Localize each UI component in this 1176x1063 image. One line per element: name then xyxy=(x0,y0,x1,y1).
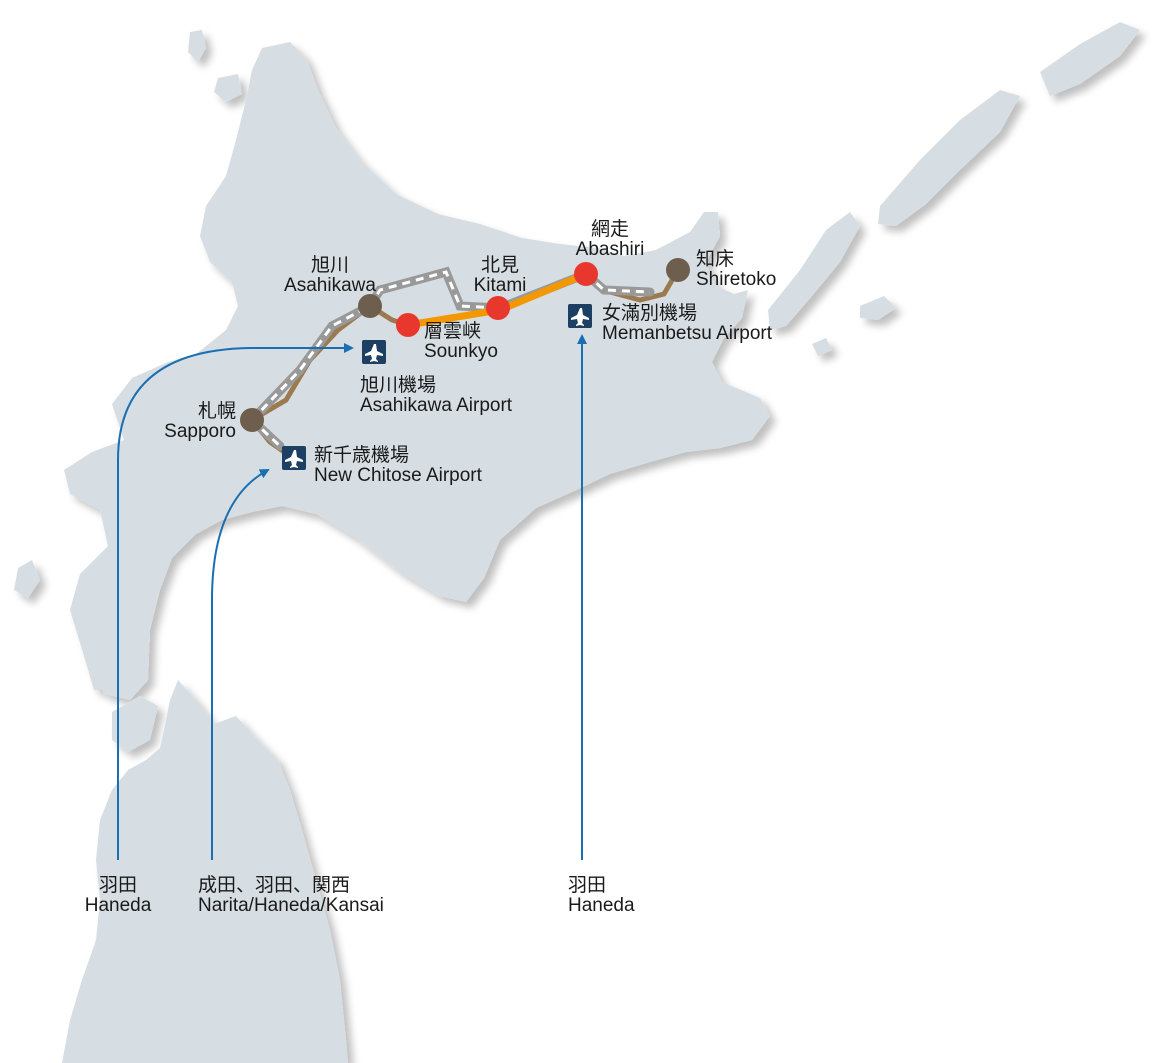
tsugaru-peninsula xyxy=(112,696,158,752)
honshu-landmass xyxy=(62,680,348,1063)
label-origin-haneda-2-jp: 羽田 xyxy=(568,875,607,896)
stop-sounkyo xyxy=(396,313,420,337)
okushiri-island xyxy=(14,560,40,598)
rishiri-island xyxy=(214,74,242,102)
label-sounkyo: 層雲峡 Sounkyo xyxy=(424,322,498,362)
label-airport-memanbetsu-jp: 女滿別機場 xyxy=(602,303,698,324)
kunashiri-island xyxy=(768,212,860,330)
label-shiretoko-jp: 知床 xyxy=(696,249,735,270)
iturup-island xyxy=(878,90,1020,226)
label-airport-new-chitose-en: New Chitose Airport xyxy=(314,465,482,486)
stop-asahikawa xyxy=(358,294,382,318)
label-origin-narita-haneda-kansai: 成田、羽田、関西 Narita/Haneda/Kansai xyxy=(198,876,384,916)
label-shiretoko: 知床 Shiretoko xyxy=(696,250,776,290)
label-origin-haneda-1-jp: 羽田 xyxy=(98,875,137,896)
label-asahikawa: 旭川 Asahikawa xyxy=(270,256,390,296)
label-origin-narita-en: Narita/Haneda/Kansai xyxy=(198,895,384,916)
label-asahikawa-en: Asahikawa xyxy=(284,275,376,296)
oshima-peninsula xyxy=(92,610,150,700)
label-abashiri: 網走 Abashiri xyxy=(560,220,660,260)
label-airport-asahikawa-en: Asahikawa Airport xyxy=(360,395,513,416)
airplane-icon xyxy=(571,308,589,326)
flight-narita-new-chitose xyxy=(211,469,270,860)
stop-kitami xyxy=(486,296,510,320)
label-sapporo: 札幌 Sapporo xyxy=(150,402,236,442)
airplane-icon xyxy=(365,344,383,362)
rebun-island xyxy=(188,30,206,62)
label-airport-memanbetsu-en: Memanbetsu Airport xyxy=(602,323,773,344)
shikotan-island xyxy=(860,296,896,320)
label-sounkyo-jp: 層雲峡 xyxy=(424,321,482,342)
label-origin-haneda-1: 羽田 Haneda xyxy=(48,876,188,916)
label-shiretoko-en: Shiretoko xyxy=(696,269,777,290)
label-kitami: 北見 Kitami xyxy=(460,256,540,296)
hokkaido-landmass xyxy=(64,42,770,690)
urup-island xyxy=(1040,22,1140,96)
label-asahikawa-jp: 旭川 xyxy=(310,255,349,276)
label-sounkyo-en: Sounkyo xyxy=(424,341,498,362)
label-origin-haneda-1-en: Haneda xyxy=(84,895,152,916)
stop-abashiri xyxy=(574,262,598,286)
label-kitami-jp: 北見 xyxy=(480,255,519,276)
habomai-islands xyxy=(812,338,832,356)
label-origin-haneda-2: 羽田 Haneda xyxy=(568,876,635,916)
label-kitami-en: Kitami xyxy=(473,275,527,296)
rail-asahikawa-kitami xyxy=(368,270,501,310)
label-origin-narita-jp: 成田、羽田、関西 xyxy=(198,875,351,896)
label-airport-new-chitose-jp: 新千歳機場 xyxy=(314,445,410,466)
rail-sapporo-asahikawa xyxy=(250,304,371,422)
label-airport-memanbetsu: 女滿別機場 Memanbetsu Airport xyxy=(602,304,772,344)
label-abashiri-jp: 網走 xyxy=(590,219,629,240)
label-abashiri-en: Abashiri xyxy=(575,239,645,260)
label-airport-asahikawa-jp: 旭川機場 xyxy=(360,375,437,396)
airplane-icon xyxy=(285,450,303,468)
stop-shiretoko xyxy=(666,258,690,282)
label-airport-asahikawa: 旭川機場 Asahikawa Airport xyxy=(360,376,512,416)
label-origin-haneda-2-en: Haneda xyxy=(568,895,635,916)
label-sapporo-jp: 札幌 xyxy=(197,401,236,422)
flight-haneda-asahikawa xyxy=(117,343,354,860)
label-airport-new-chitose: 新千歳機場 New Chitose Airport xyxy=(314,446,482,486)
label-sapporo-en: Sapporo xyxy=(164,421,236,442)
stop-sapporo xyxy=(240,408,264,432)
